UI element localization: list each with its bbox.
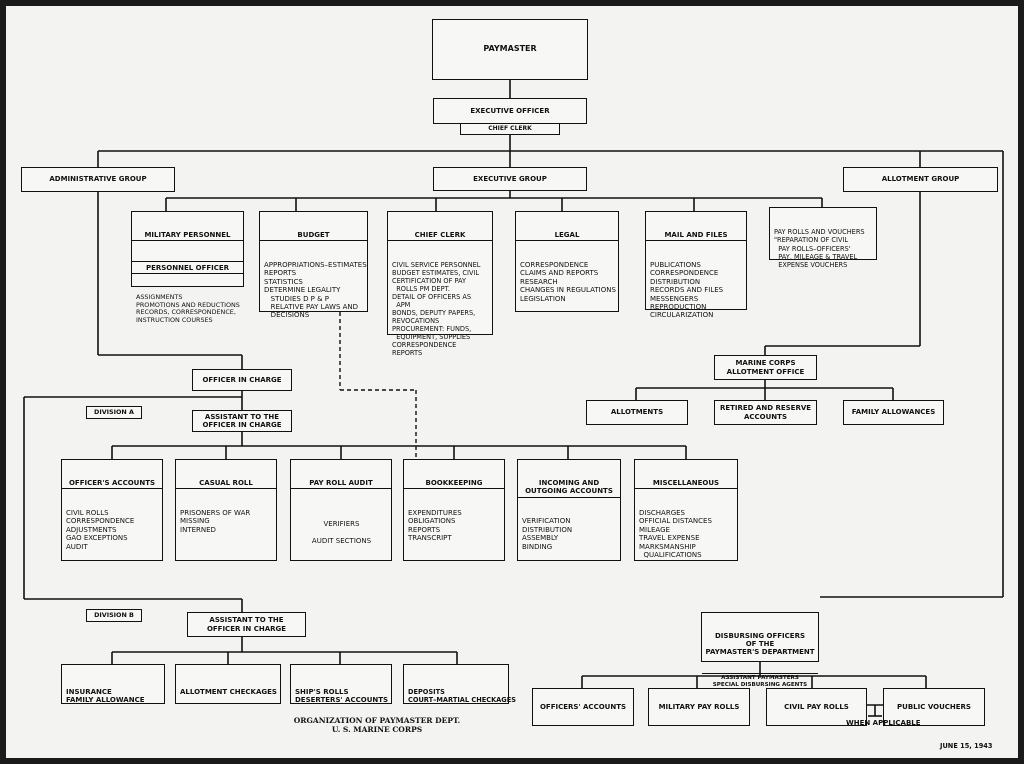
deposits-box: DEPOSITS COURT–MARTIAL CHECKAGES xyxy=(403,664,516,705)
pay-roll-audit-title: PAY ROLL AUDIT xyxy=(291,477,391,490)
mail-files-title: MAIL AND FILES xyxy=(646,229,746,242)
ships-rolls-box: SHIP'S ROLLS DESERTERS' ACCOUNTS xyxy=(290,664,392,704)
executive-group-box: EXECUTIVE GROUP xyxy=(433,167,587,191)
officers-accounts-a-title: OFFICER'S ACCOUNTS xyxy=(62,477,162,490)
disbursing-officers-sub: ASSISTANT PAYMASTERS SPECIAL DISBURSING … xyxy=(702,673,818,688)
chief-clerk-items: CIVIL SERVICE PERSONNEL BUDGET ESTIMATES… xyxy=(392,261,481,358)
casual-roll-items: PRISONERS OF WAR MISSING INTERNED xyxy=(180,509,251,534)
military-personnel-items: ASSIGNMENTS PROMOTIONS AND REDUCTIONS RE… xyxy=(136,293,240,325)
allotment-checkages-box: ALLOTMENT CHECKAGES xyxy=(175,664,281,704)
personnel-officer-label: PERSONNEL OFFICER xyxy=(132,261,243,275)
chart-title: ORGANIZATION OF PAYMASTER DEPT. U. S. MA… xyxy=(262,716,492,734)
miscellaneous-box: MISCELLANEOUS DISCHARGES OFFICIAL DISTAN… xyxy=(634,459,738,561)
military-pay-rolls-box: MILITARY PAY ROLLS xyxy=(648,688,750,726)
division-a-label: DIVISION A xyxy=(86,406,142,419)
military-personnel-box: MILITARY PERSONNEL PERSONNEL OFFICER ASS… xyxy=(131,211,244,324)
paymaster-box: PAYMASTER xyxy=(432,19,588,80)
officers-accounts-a-box: OFFICER'S ACCOUNTS CIVIL ROLLS CORRESPON… xyxy=(61,459,163,561)
division-b-label: DIVISION B xyxy=(86,609,142,622)
pay-rolls-vouchers-box: PAY ROLLS AND VOUCHERS "REPARATION OF CI… xyxy=(769,207,877,269)
legal-items: CORRESPONDENCE CLAIMS AND REPORTS RESEAR… xyxy=(520,261,616,303)
budget-items: APPROPRIATIONS–ESTIMATES REPORTS STATIST… xyxy=(264,261,367,320)
miscellaneous-items: DISCHARGES OFFICIAL DISTANCES MILEAGE TR… xyxy=(639,509,712,560)
mail-files-box: MAIL AND FILES PUBLICATIONS CORRESPONDEN… xyxy=(645,211,747,319)
mail-files-items: PUBLICATIONS CORRESPONDENCE DISTRIBUTION… xyxy=(650,261,724,320)
insurance-text: INSURANCE FAMILY ALLOWANCE xyxy=(66,687,145,705)
budget-title: BUDGET xyxy=(260,229,367,242)
deposits-text: DEPOSITS COURT–MARTIAL CHECKAGES xyxy=(408,687,516,705)
incoming-outgoing-title: INCOMING AND OUTGOING ACCOUNTS xyxy=(518,477,620,498)
allotment-group-box: ALLOTMENT GROUP xyxy=(843,167,998,192)
chart-date: JUNE 15, 1943 xyxy=(940,742,993,750)
civil-pay-rolls-box: CIVIL PAY ROLLS xyxy=(766,688,867,726)
officers-accounts-b-box: OFFICERS' ACCOUNTS xyxy=(532,688,634,726)
public-vouchers-box: PUBLIC VOUCHERS xyxy=(883,688,985,726)
chief-clerk-box: CHIEF CLERK CIVIL SERVICE PERSONNEL BUDG… xyxy=(387,211,493,357)
marine-corps-allotment-box: MARINE CORPS ALLOTMENT OFFICE xyxy=(714,355,817,380)
assistant-b-box: ASSISTANT TO THE OFFICER IN CHARGE xyxy=(187,612,306,637)
disbursing-officers-title: DISBURSING OFFICERS OF THE PAYMASTER'S D… xyxy=(705,631,815,657)
ships-rolls-text: SHIP'S ROLLS DESERTERS' ACCOUNTS xyxy=(295,687,389,705)
casual-roll-title: CASUAL ROLL xyxy=(176,477,276,490)
executive-officer-box: EXECUTIVE OFFICER xyxy=(433,98,587,124)
assistant-a-box: ASSISTANT TO THE OFFICER IN CHARGE xyxy=(192,410,292,432)
bookkeeping-box: BOOKKEEPING EXPENDITURES OBLIGATIONS REP… xyxy=(403,459,505,561)
disbursing-officers-box: DISBURSING OFFICERS OF THE PAYMASTER'S D… xyxy=(701,612,819,688)
insurance-box: INSURANCE FAMILY ALLOWANCE xyxy=(61,664,165,704)
bookkeeping-title: BOOKKEEPING xyxy=(404,477,504,490)
administrative-group-box: ADMINISTRATIVE GROUP xyxy=(21,167,175,192)
incoming-outgoing-box: INCOMING AND OUTGOING ACCOUNTS VERIFICAT… xyxy=(517,459,621,561)
pay-roll-audit-box: PAY ROLL AUDIT VERIFIERS AUDIT SECTIONS xyxy=(290,459,392,561)
military-personnel-title: MILITARY PERSONNEL xyxy=(132,229,243,242)
budget-box: BUDGET APPROPRIATIONS–ESTIMATES REPORTS … xyxy=(259,211,368,319)
retired-reserve-box: RETIRED AND RESERVE ACCOUNTS xyxy=(714,400,817,425)
legal-title: LEGAL xyxy=(516,229,618,242)
legal-box: LEGAL CORRESPONDENCE CLAIMS AND REPORTS … xyxy=(515,211,619,312)
allotments-box: ALLOTMENTS xyxy=(586,400,688,425)
family-allowances-box: FAMILY ALLOWANCES xyxy=(843,400,944,425)
allotment-checkages-text: ALLOTMENT CHECKAGES xyxy=(180,687,277,696)
pay-roll-audit-items: VERIFIERS AUDIT SECTIONS xyxy=(311,520,372,545)
officers-accounts-a-items: CIVIL ROLLS CORRESPONDENCE ADJUSTMENTS G… xyxy=(66,509,135,551)
officer-in-charge-box: OFFICER IN CHARGE xyxy=(192,369,292,391)
incoming-outgoing-items: VERIFICATION DISTRIBUTION ASSEMBLY BINDI… xyxy=(522,517,573,551)
when-applicable-label: WHEN APPLICABLE xyxy=(846,719,921,727)
chart-title-line2: U. S. MARINE CORPS xyxy=(331,725,423,734)
miscellaneous-title: MISCELLANEOUS xyxy=(635,477,737,490)
bookkeeping-items: EXPENDITURES OBLIGATIONS REPORTS TRANSCR… xyxy=(408,509,462,543)
pay-rolls-vouchers-text: PAY ROLLS AND VOUCHERS "REPARATION OF CI… xyxy=(774,227,865,270)
casual-roll-box: CASUAL ROLL PRISONERS OF WAR MISSING INT… xyxy=(175,459,277,561)
chart-title-line1: ORGANIZATION OF PAYMASTER DEPT. xyxy=(293,716,461,725)
chief-clerk-title: CHIEF CLERK xyxy=(388,229,492,242)
chief-clerk-small-box: CHIEF CLERK xyxy=(460,123,560,135)
